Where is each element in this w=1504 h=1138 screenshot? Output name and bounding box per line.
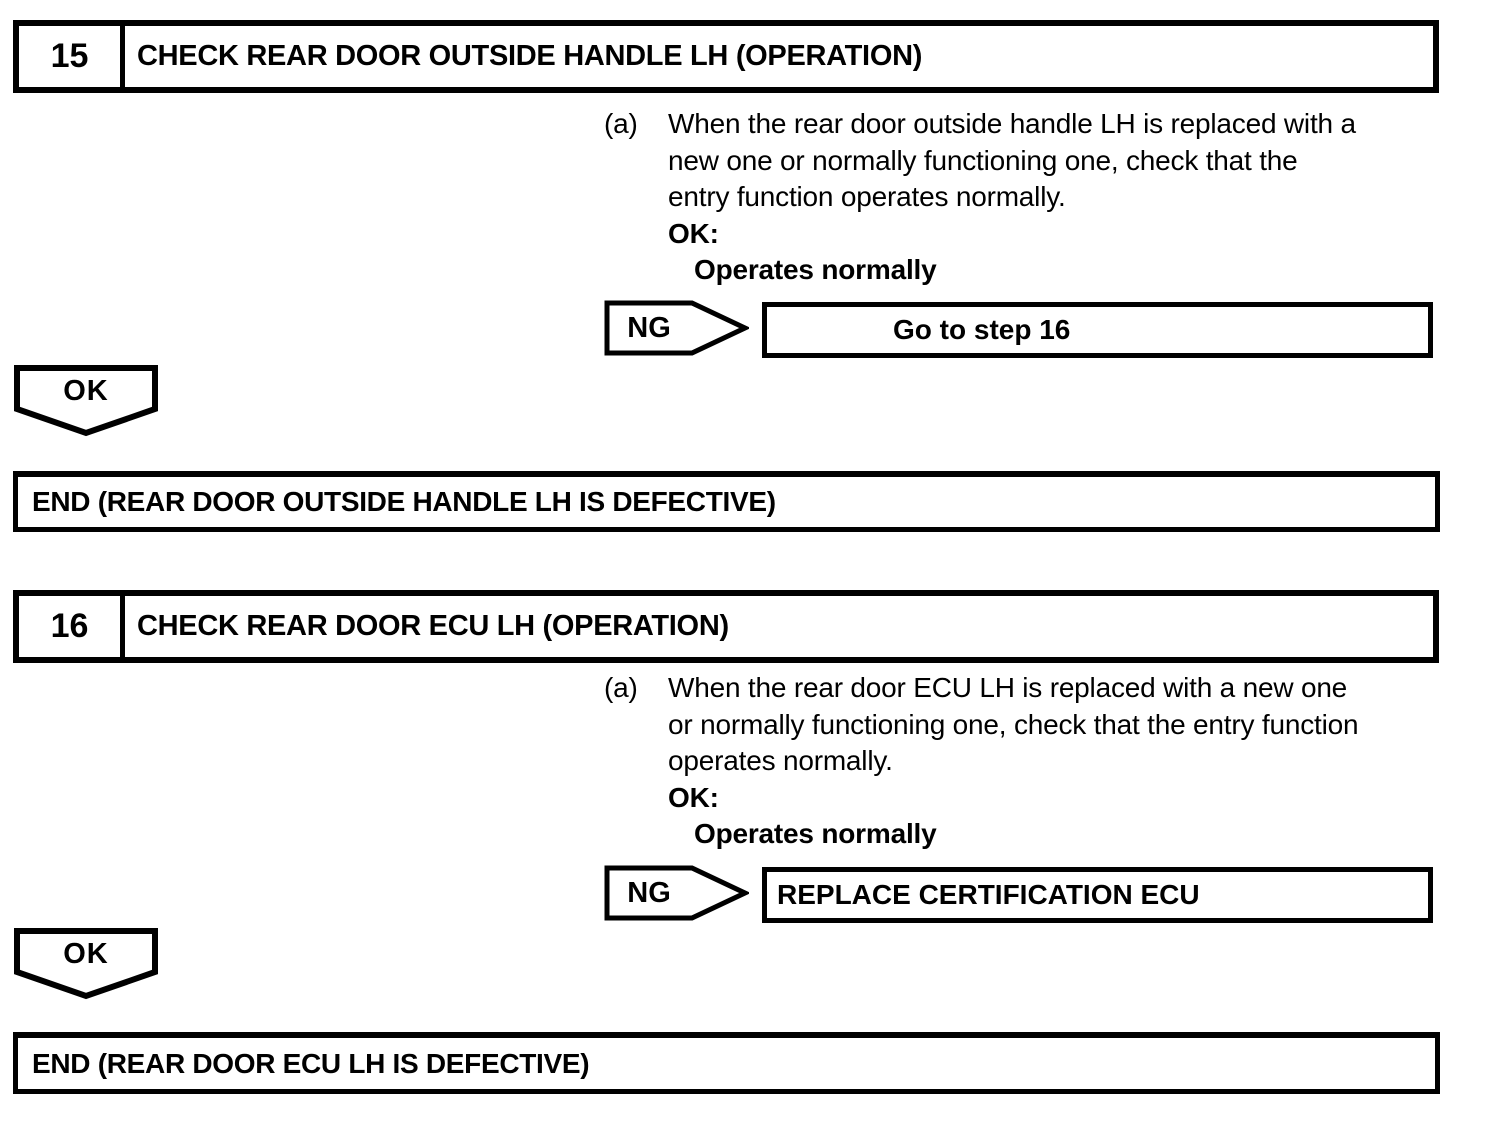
ng-action-box: REPLACE CERTIFICATION ECU [762,867,1433,923]
ng-arrow-icon: NG [604,300,749,356]
step-15-instruction: (a) When the rear door outside handle LH… [604,106,1440,289]
ng-arrow-shape [604,865,749,921]
end-result-text: END (REAR DOOR OUTSIDE HANDLE LH IS DEFE… [32,486,776,517]
instruction-marker: (a) [604,108,638,139]
step-title: CHECK REAR DOOR ECU LH (OPERATION) [137,610,729,642]
ok-heading: OK: [668,217,719,249]
ok-label: OK [63,937,109,970]
end-result-box: END (REAR DOOR OUTSIDE HANDLE LH IS DEFE… [13,471,1440,532]
instruction-text: When the rear door ECU LH is replaced wi… [668,672,1359,776]
ok-condition: Operates normally [694,254,937,285]
ok-arrow-icon: OK [14,928,158,1000]
step-16-instruction: (a) When the rear door ECU LH is replace… [604,670,1440,853]
ng-action-text: Go to step 16 [893,314,1071,345]
ok-condition: Operates normally [694,818,937,849]
step-15-header: 15 CHECK REAR DOOR OUTSIDE HANDLE LH (OP… [13,20,1439,93]
ok-arrow-shape [14,365,158,437]
step-title: CHECK REAR DOOR OUTSIDE HANDLE LH (OPERA… [137,40,923,72]
ng-action-box: Go to step 16 [762,302,1433,358]
ng-arrow-icon: NG [604,865,749,921]
ok-arrow-shape [14,928,158,1000]
end-result-box: END (REAR DOOR ECU LH IS DEFECTIVE) [13,1032,1440,1094]
ng-arrow-shape [604,300,749,356]
end-result-text: END (REAR DOOR ECU LH IS DEFECTIVE) [32,1047,590,1079]
instruction-marker: (a) [604,672,638,703]
ng-label: NG [627,311,671,344]
ok-arrow-icon: OK [14,365,158,437]
ng-label: NG [627,876,671,909]
ok-label: OK [63,374,109,407]
step-number: 16 [19,596,125,657]
ng-action-text: REPLACE CERTIFICATION ECU [777,879,1200,910]
instruction-text: When the rear door outside handle LH is … [668,108,1356,212]
ok-heading: OK: [668,781,719,813]
step-number: 15 [19,26,125,87]
step-16-header: 16 CHECK REAR DOOR ECU LH (OPERATION) [13,590,1439,663]
